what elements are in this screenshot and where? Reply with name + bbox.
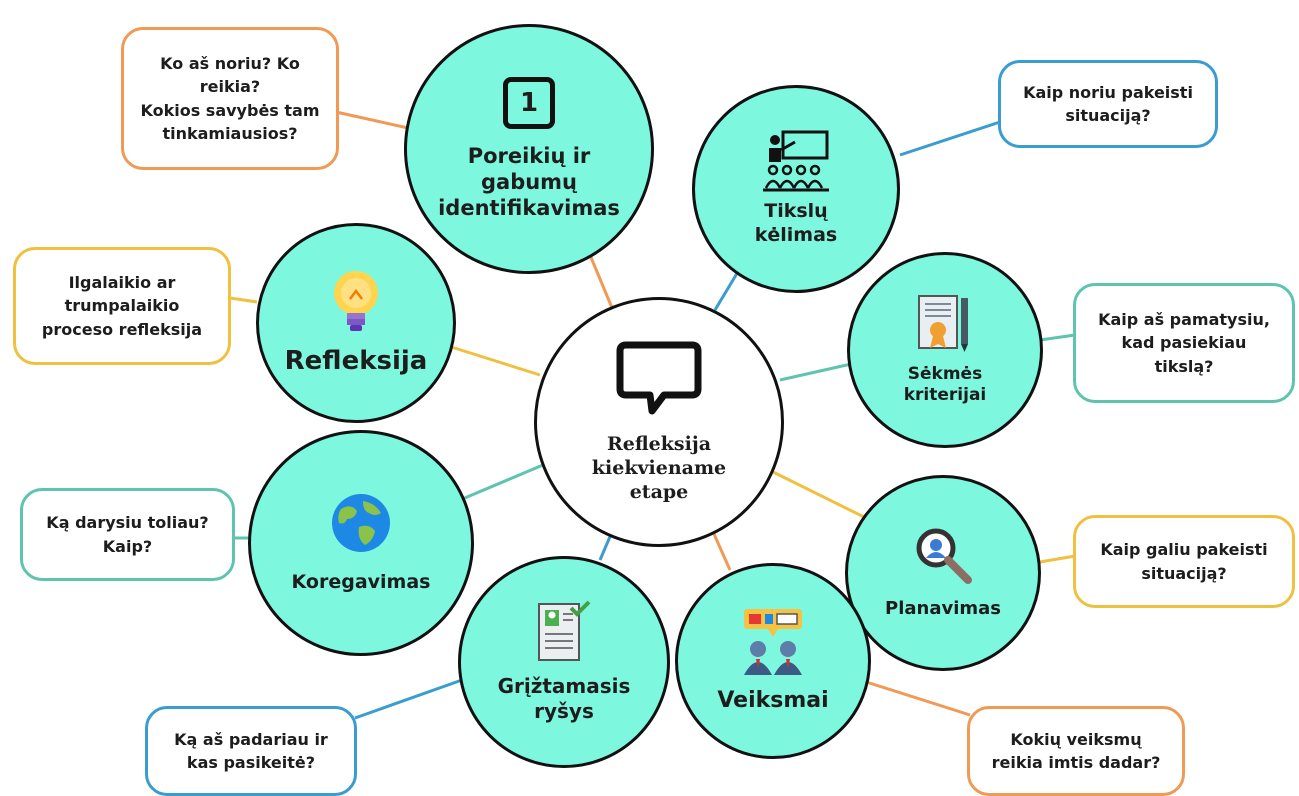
stage-veiksmai: Veiksmai	[675, 563, 871, 759]
stage-refleksija: Refleksija	[256, 223, 456, 423]
question-box-planavimas: Kaip galiu pakeisti situaciją?	[1073, 515, 1295, 608]
stage-label-refleksija: Refleksija	[284, 345, 428, 376]
stage-label-planavimas: Planavimas	[885, 597, 1001, 619]
stage-koregavimas: Koregavimas	[248, 430, 474, 656]
light-bulb-icon	[334, 270, 378, 331]
resume-check-icon	[538, 600, 591, 661]
connector-center-refleksija	[444, 343, 541, 377]
question-box-veiksmai: Kokių veiksmų reikia imtis dadar?	[967, 706, 1185, 796]
teacher-classroom-icon	[763, 130, 829, 192]
stage-grizt: Grįžtamasis ryšys	[458, 556, 670, 768]
stage-tikslu: Tikslų kėlimas	[692, 85, 900, 293]
center-label: Refleksija kiekviename etape	[591, 433, 727, 503]
connector-poreikiu-box	[335, 110, 409, 130]
magnifier-person-icon	[916, 528, 972, 584]
connector-veiksmai-box	[859, 678, 971, 717]
stage-label-koregavimas: Koregavimas	[291, 571, 431, 594]
connector-sekmes-box	[1039, 333, 1076, 342]
question-box-tikslu: Kaip noriu pakeisti situaciją?	[998, 60, 1218, 148]
stage-label-grizt: Grįžtamasis ryšys	[497, 674, 631, 723]
stage-label-veiksmai: Veiksmai	[717, 688, 829, 714]
question-box-koregavimas: Ką darysiu toliau? Kaip?	[20, 488, 235, 581]
stage-label-poreikiu: Poreikių ir gabumų identifikavimas	[438, 143, 620, 221]
speech-bubble-icon	[616, 341, 702, 415]
stage-label-tikslu: Tikslų kėlimas	[754, 200, 838, 246]
connector-planavimas-box	[1039, 554, 1076, 564]
stage-sekmes: Sėkmės kriterijai	[847, 252, 1043, 448]
connector-tikslu-box	[899, 120, 1001, 157]
stage-planavimas: Planavimas	[845, 475, 1041, 671]
question-box-sekmes: Kaip aš pamatysiu, kad pasiekiau tikslą?	[1073, 283, 1295, 403]
meeting-people-icon	[744, 609, 802, 676]
connector-center-poreikiu	[588, 254, 617, 316]
question-box-refleksija: Ilgalaikio ar trumpalaikio proceso refle…	[13, 247, 231, 365]
question-box-grizt: Ką aš padariau ir kas pasikeitė?	[145, 706, 357, 796]
connector-refleksija-box	[229, 296, 258, 304]
question-box-poreikiu: Ko aš noriu? Ko reikia? Kokios savybės t…	[121, 27, 339, 170]
globe-icon	[332, 494, 390, 553]
number-one-icon: 1	[503, 76, 555, 129]
center-circle: Refleksija kiekviename etape	[534, 297, 784, 547]
stage-poreikiu: 1 Poreikių ir gabumų identifikavimas	[404, 24, 654, 274]
connector-center-sekmes	[779, 360, 861, 382]
connector-center-koregavimas	[459, 460, 551, 502]
stage-label-sekmes: Sėkmės kriterijai	[903, 363, 987, 405]
certificate-icon	[918, 294, 968, 352]
connector-center-planavimas	[764, 466, 871, 522]
connector-grizt-box	[354, 678, 463, 720]
